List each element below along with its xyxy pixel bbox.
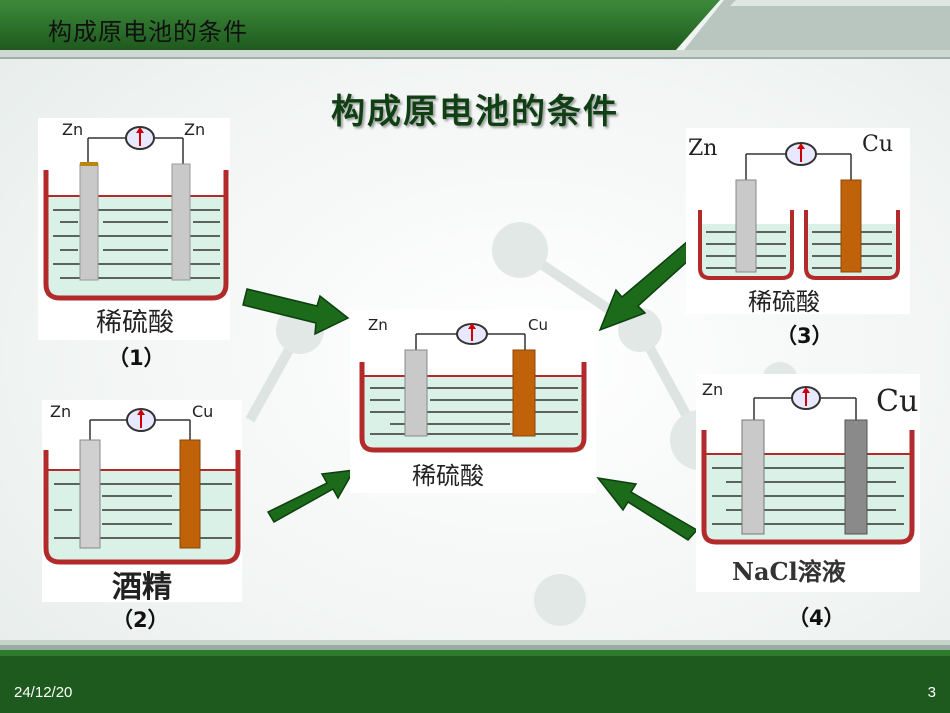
footer-date: 24/12/20 <box>14 684 73 701</box>
panel-1-beaker <box>43 126 229 301</box>
panel-3: Zn Cu 稀硫酸 <box>686 128 910 316</box>
galvanometer-icon <box>785 142 817 166</box>
galvanometer-icon <box>791 386 821 410</box>
panel-4-beaker <box>701 386 915 545</box>
panel-2-left-label: Zn <box>50 402 72 421</box>
center-beaker <box>359 323 587 453</box>
panel-1-left-label: Zn <box>62 120 84 139</box>
panel-2-solution-label: 酒精 <box>112 570 172 605</box>
panel-3-number: （3） <box>776 324 833 348</box>
arrow-from-panel4 <box>596 476 699 541</box>
galvanometer-icon <box>126 408 156 432</box>
panel-3-right-label: Cu <box>862 132 894 157</box>
panel-4-number: （4） <box>788 606 845 630</box>
panel-3-left-label: Zn <box>688 136 718 161</box>
panel-4-solution-label: NaCl溶液 <box>732 557 846 586</box>
arrow-from-panel2 <box>266 469 356 524</box>
center-left-label: Zn <box>368 316 388 334</box>
panel-3-solution-label: 稀硫酸 <box>748 288 820 316</box>
center-panel: Zn Cu 稀硫酸 <box>350 310 596 493</box>
panel-1-right-label: Zn <box>184 120 206 139</box>
panel-2-number: （2） <box>112 608 169 632</box>
panel-2-beaker <box>43 408 241 565</box>
header-title: 构成原电池的条件 <box>48 18 248 46</box>
panel-4: Zn Cu NaCl溶液 <box>696 374 920 592</box>
panel-1-solution-label: 稀硫酸 <box>96 308 175 338</box>
panel-3-beakers <box>698 142 900 280</box>
arrow-from-panel3 <box>598 240 702 332</box>
panel-4-left-label: Zn <box>702 380 724 399</box>
galvanometer-icon <box>125 126 155 150</box>
header-bar <box>0 0 950 59</box>
footer-page-number: 3 <box>927 684 936 701</box>
center-right-label: Cu <box>528 316 548 334</box>
page-title: 构成原电池的条件 <box>331 92 619 132</box>
panel-4-right-label: Cu <box>876 384 919 419</box>
footer-bar <box>0 640 950 713</box>
arrow-from-panel1 <box>242 288 350 336</box>
panel-2: Zn Cu 酒精 <box>42 400 242 605</box>
panel-1: Zn Zn 稀硫酸 <box>38 118 230 340</box>
galvanometer-icon <box>456 323 488 345</box>
center-solution-label: 稀硫酸 <box>412 462 484 490</box>
panel-1-number: （1） <box>108 346 165 370</box>
panel-2-right-label: Cu <box>192 402 214 421</box>
